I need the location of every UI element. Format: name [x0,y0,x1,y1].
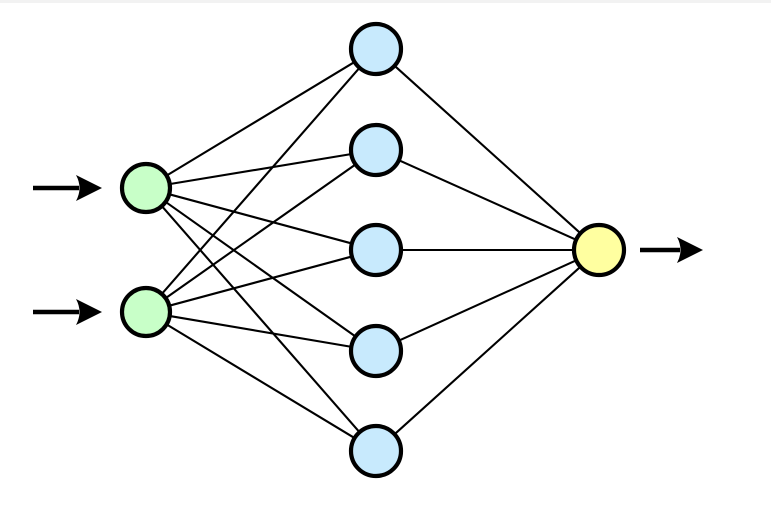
top-edge-strip [0,0,771,3]
input-arrow-head-icon [76,299,102,325]
io-arrows-group [33,175,703,325]
output-arrow-head-icon [677,237,703,263]
input-arrow-head-icon [76,175,102,201]
node-in-2[interactable] [119,285,173,339]
edge-h-4-to-out-1 [398,259,577,342]
edge-in-2-to-h-1 [161,67,360,295]
edge-in-2-to-h-4 [169,315,352,348]
edge-h-5-to-out-1 [394,266,581,435]
edge-in-1-to-h-2 [169,153,352,185]
node-h-1[interactable] [348,21,404,77]
edges-group [161,61,581,439]
edge-in-2-to-h-5 [166,323,355,439]
edge-in-1-to-h-1 [166,61,355,177]
edge-in-1-to-h-5 [161,205,360,433]
edge-in-1-to-h-4 [165,201,356,337]
node-in-1[interactable] [119,161,173,215]
edge-in-2-to-h-2 [165,164,356,299]
node-out-1[interactable] [571,222,627,278]
nodes-group [119,21,627,479]
edge-h-2-to-out-1 [398,159,577,241]
node-h-5[interactable] [348,423,404,479]
node-h-3[interactable] [348,222,404,278]
edge-in-1-to-h-3 [169,193,352,245]
edge-in-2-to-h-3 [169,255,352,307]
node-h-2[interactable] [348,122,404,178]
edge-h-1-to-out-1 [394,65,581,234]
node-h-4[interactable] [348,323,404,379]
